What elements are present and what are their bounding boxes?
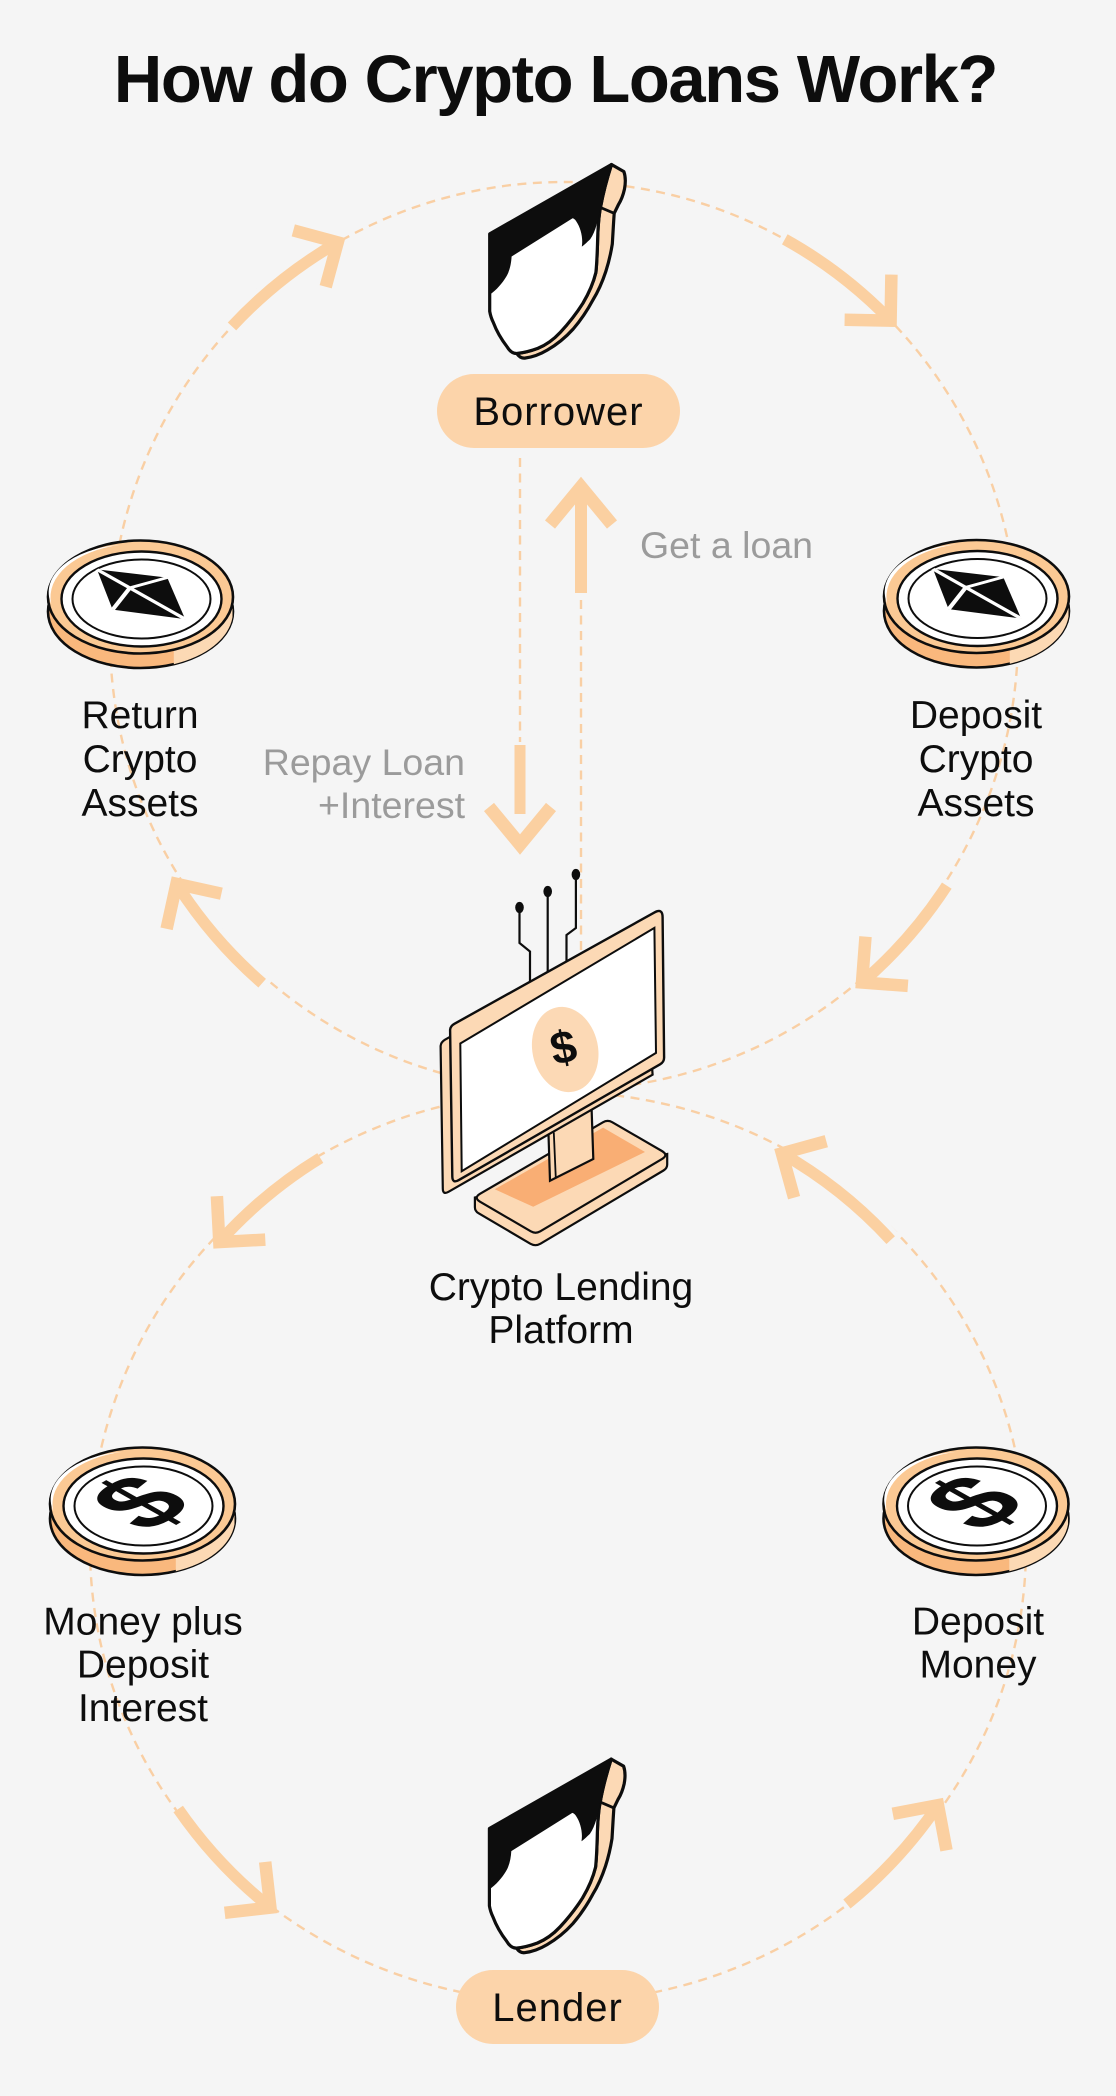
svg-text:Lender: Lender — [492, 1986, 623, 2030]
svg-text:Crypto Lending: Crypto Lending — [429, 1266, 694, 1309]
svg-text:Repay Loan: Repay Loan — [263, 741, 465, 783]
svg-text:Return: Return — [81, 694, 198, 737]
svg-text:Deposit: Deposit — [910, 694, 1042, 737]
svg-text:Get a loan: Get a loan — [640, 524, 813, 566]
svg-text:Crypto: Crypto — [83, 738, 198, 781]
svg-text:+Interest: +Interest — [318, 784, 466, 826]
svg-text:Deposit: Deposit — [77, 1644, 209, 1687]
svg-text:Interest: Interest — [78, 1687, 208, 1730]
svg-text:Crypto: Crypto — [919, 738, 1034, 781]
svg-text:Money plus: Money plus — [43, 1601, 242, 1644]
svg-text:Money: Money — [919, 1644, 1037, 1687]
svg-text:Assets: Assets — [81, 782, 198, 825]
svg-text:Platform: Platform — [488, 1309, 633, 1352]
svg-text:Assets: Assets — [917, 782, 1034, 825]
svg-text:How do Crypto Loans Work?: How do Crypto Loans Work? — [114, 42, 997, 117]
svg-text:Deposit: Deposit — [912, 1601, 1044, 1644]
svg-text:Borrower: Borrower — [473, 390, 643, 434]
